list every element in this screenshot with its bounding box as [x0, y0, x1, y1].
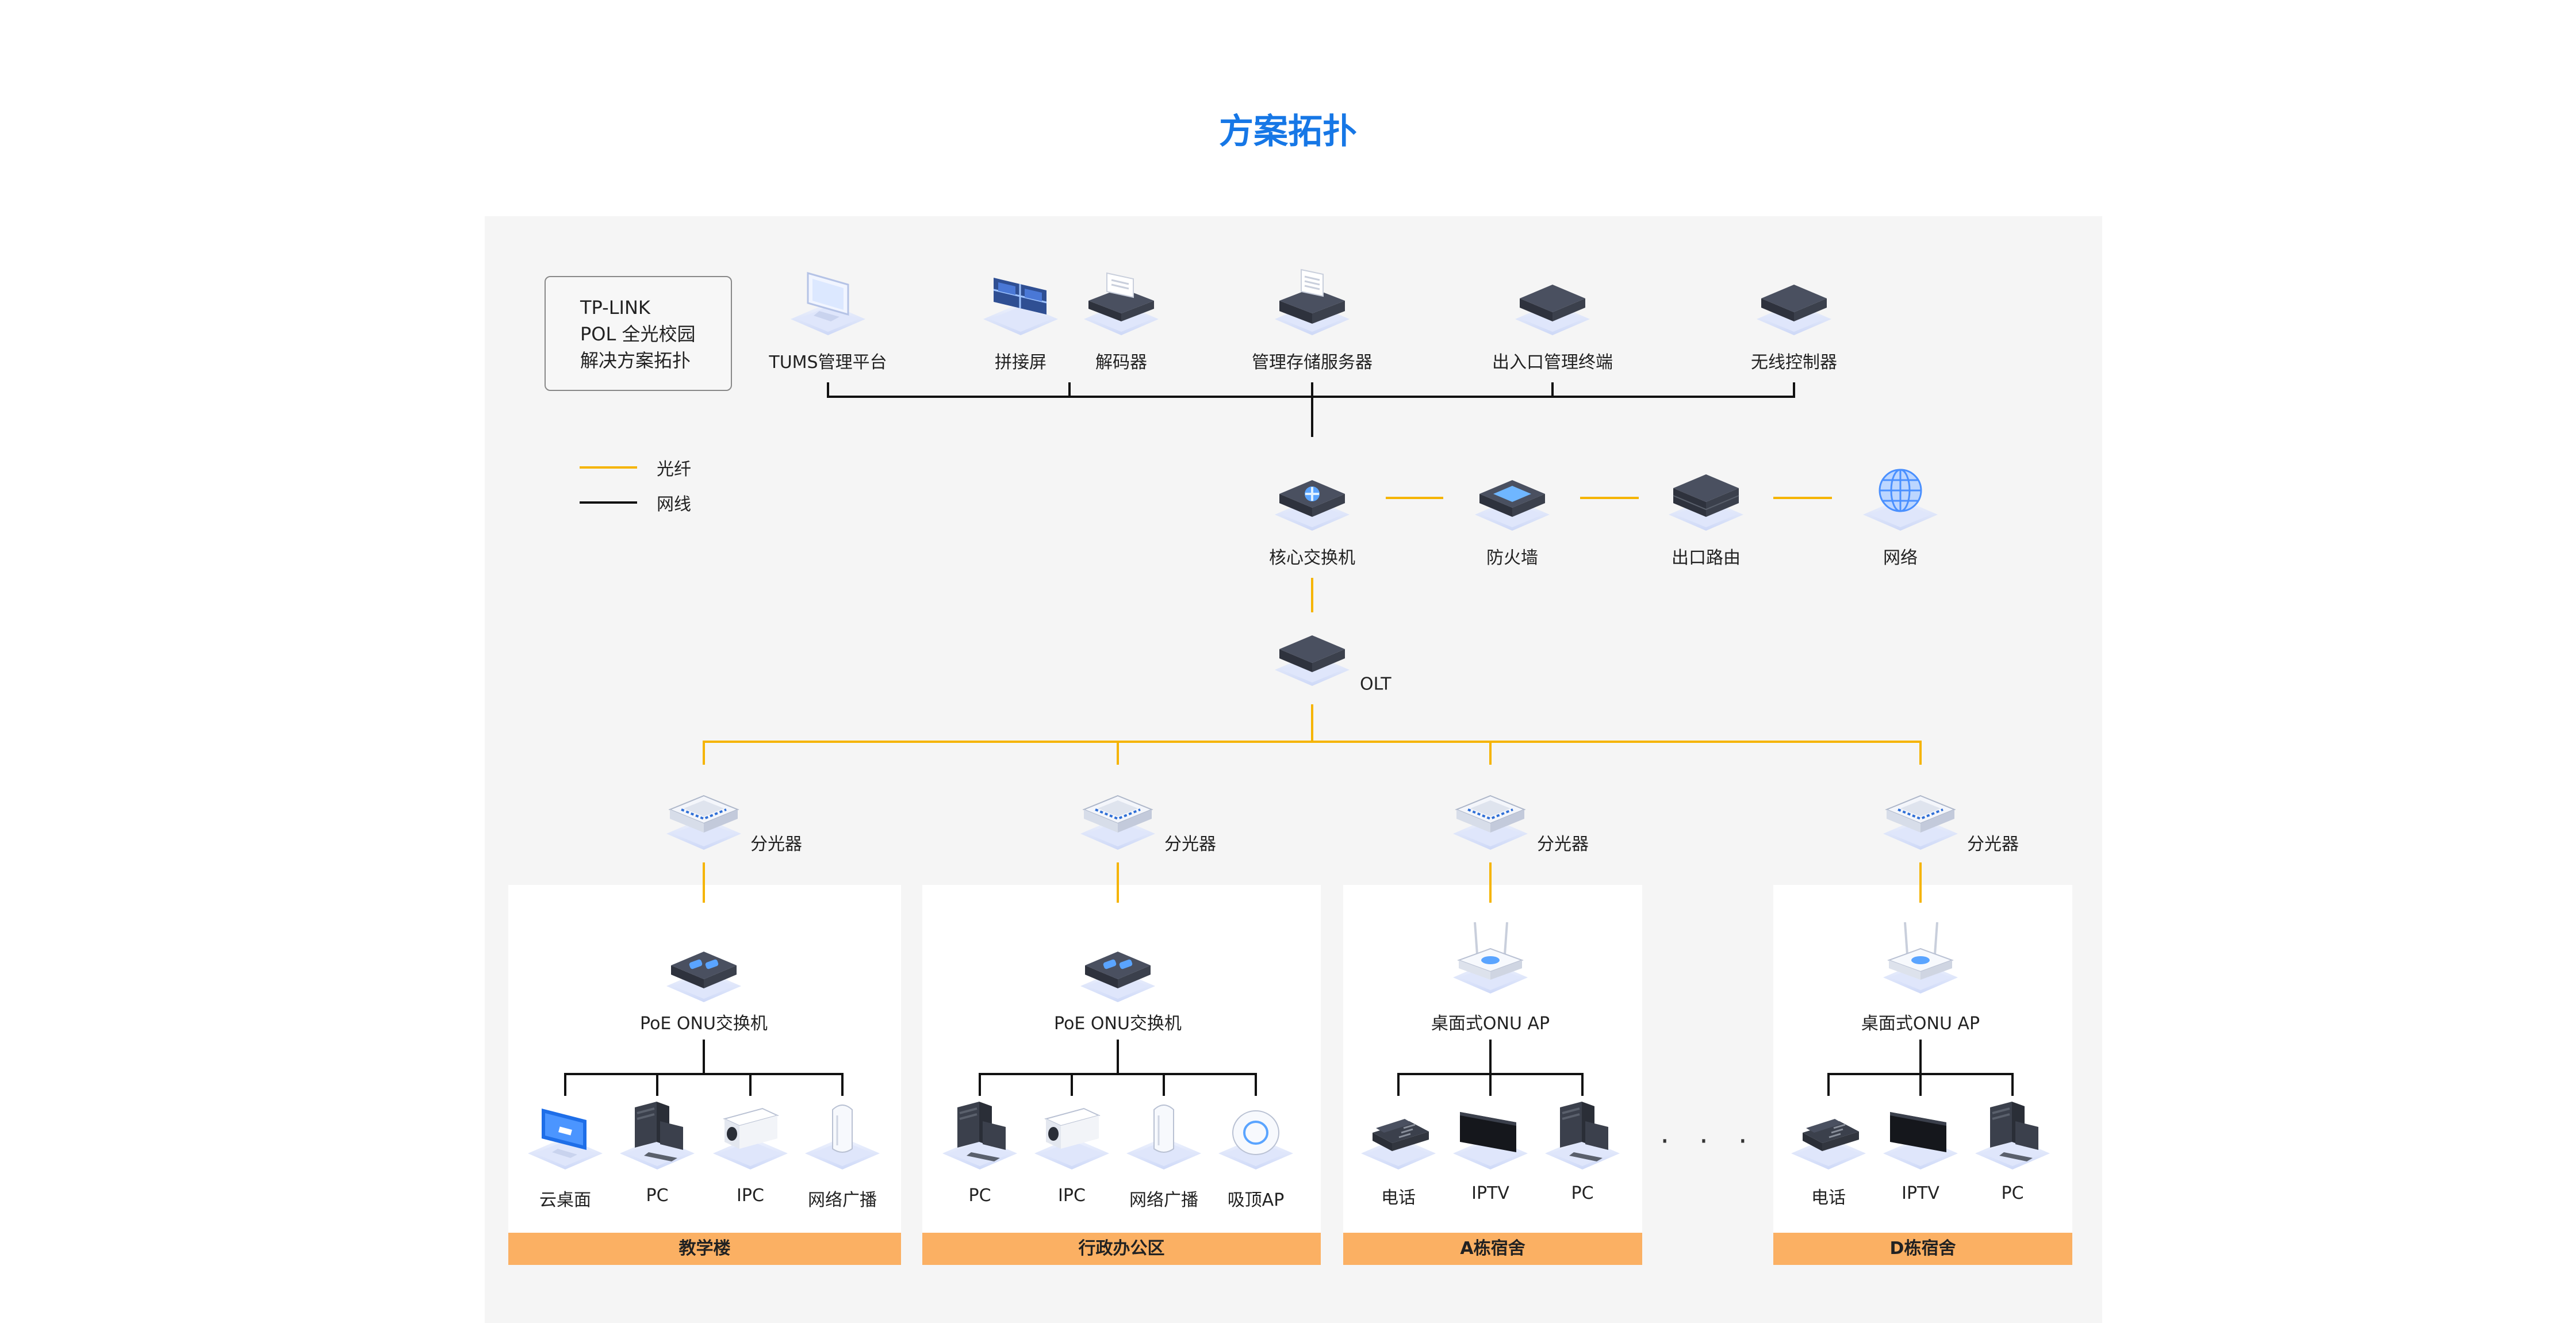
- endpoint-label: 电话: [1381, 1188, 1416, 1208]
- splitter-icon: [1877, 776, 1964, 851]
- zone-name-band: A栋宿舍: [1343, 1233, 1642, 1265]
- zone-name-band: D栋宿舍: [1773, 1233, 2072, 1265]
- iptv-icon: [1877, 1096, 1964, 1171]
- endpoint-label: IPC: [1058, 1186, 1086, 1206]
- router-label: 出口路由: [1672, 548, 1741, 568]
- pc-icon: [1969, 1096, 2056, 1171]
- zone-panel-dorm-d: [1773, 885, 2072, 1233]
- zone-panel-dorm-a: [1343, 885, 1642, 1233]
- gateway-terminal-icon: [1509, 262, 1596, 336]
- internet-label: 网络: [1883, 548, 1918, 568]
- decoder-label: 解码器: [1095, 352, 1147, 373]
- more-zones-ellipsis: · · ·: [1660, 1125, 1758, 1158]
- decoder-icon: [1078, 262, 1164, 336]
- zone-panel-admin: [922, 885, 1321, 1233]
- endpoint-label: 电话: [1811, 1188, 1846, 1208]
- firewall-icon: [1469, 457, 1555, 532]
- iptv-icon: [1447, 1096, 1534, 1171]
- endpoint-label: IPTV: [1902, 1183, 1939, 1203]
- title-box-line1: TP-LINK: [580, 297, 650, 319]
- endpoint-label: PC: [968, 1186, 991, 1206]
- core-switch-label: 核心交换机: [1269, 548, 1355, 568]
- pc-icon: [1539, 1096, 1626, 1171]
- title-box-line2: POL 全光校园: [580, 323, 696, 345]
- pc-icon: [937, 1096, 1023, 1171]
- endpoint-label: IPTV: [1471, 1183, 1509, 1203]
- legend-fiber-label: 光纤: [657, 459, 691, 480]
- broadcast-speaker-icon: [799, 1096, 885, 1171]
- endpoint-label: IPC: [737, 1186, 764, 1206]
- wireless-controller-label: 无线控制器: [1751, 352, 1837, 373]
- poe-onu-switch-icon: [661, 929, 747, 1003]
- desktop-onu-ap-icon: [1447, 920, 1534, 995]
- solution-title-box: TP-LINK POL 全光校园 解决方案拓扑: [545, 276, 732, 391]
- splitter-label: 分光器: [1537, 834, 1589, 854]
- core-switch-icon: [1269, 457, 1355, 532]
- splitter-icon: [661, 776, 747, 851]
- tums-label: TUMS管理平台: [769, 352, 887, 373]
- globe-icon: [1857, 457, 1943, 532]
- zone-name-band: 教学楼: [508, 1233, 901, 1265]
- storage-server-icon: [1269, 262, 1355, 336]
- ceiling-ap-icon: [1213, 1096, 1299, 1171]
- page-title: 方案拓扑: [1219, 112, 1357, 152]
- splicing-screen-label: 拼接屏: [995, 352, 1046, 373]
- endpoint-label: 网络广播: [808, 1190, 877, 1210]
- splitter-icon: [1075, 776, 1161, 851]
- splitter-label: 分光器: [1164, 834, 1216, 854]
- splitter-label: 分光器: [750, 834, 802, 854]
- title-box-line3: 解决方案拓扑: [580, 350, 691, 371]
- endpoint-label: 云桌面: [539, 1190, 591, 1210]
- monitor-icon: [785, 262, 871, 336]
- firewall-label: 防火墙: [1486, 548, 1538, 568]
- endpoint-label: 网络广播: [1129, 1190, 1198, 1210]
- olt-label: OLT: [1360, 674, 1392, 695]
- endpoint-label: 吸顶AP: [1227, 1190, 1285, 1210]
- ip-camera-icon: [707, 1096, 793, 1171]
- endpoint-label: PC: [2001, 1183, 2024, 1203]
- endpoint-label: PC: [646, 1186, 669, 1206]
- onu-label: 桌面式ONU AP: [1861, 1014, 1980, 1034]
- phone-icon: [1785, 1096, 1872, 1171]
- onu-label: PoE ONU交换机: [640, 1014, 768, 1034]
- pc-icon: [614, 1096, 700, 1171]
- video-wall-icon: [977, 262, 1064, 336]
- onu-label: PoE ONU交换机: [1054, 1014, 1182, 1034]
- splitter-icon: [1447, 776, 1534, 851]
- endpoint-label: PC: [1571, 1183, 1594, 1203]
- storage-server-label: 管理存储服务器: [1252, 352, 1373, 373]
- desktop-onu-ap-icon: [1877, 920, 1964, 995]
- legend-ethernet-swatch: [580, 501, 637, 504]
- olt-icon: [1269, 612, 1355, 687]
- poe-onu-switch-icon: [1075, 929, 1161, 1003]
- wireless-controller-icon: [1751, 262, 1837, 336]
- phone-icon: [1355, 1096, 1442, 1171]
- cloud-desktop-icon: [522, 1096, 608, 1171]
- legend-ethernet-label: 网线: [657, 494, 691, 515]
- ip-camera-icon: [1029, 1096, 1115, 1171]
- gateway-terminal-label: 出入口管理终端: [1492, 352, 1613, 373]
- splitter-label: 分光器: [1967, 834, 2019, 854]
- broadcast-speaker-icon: [1121, 1096, 1207, 1171]
- router-icon: [1663, 457, 1749, 532]
- onu-label: 桌面式ONU AP: [1431, 1014, 1550, 1034]
- zone-name-band: 行政办公区: [922, 1233, 1321, 1265]
- legend-fiber-swatch: [580, 466, 637, 469]
